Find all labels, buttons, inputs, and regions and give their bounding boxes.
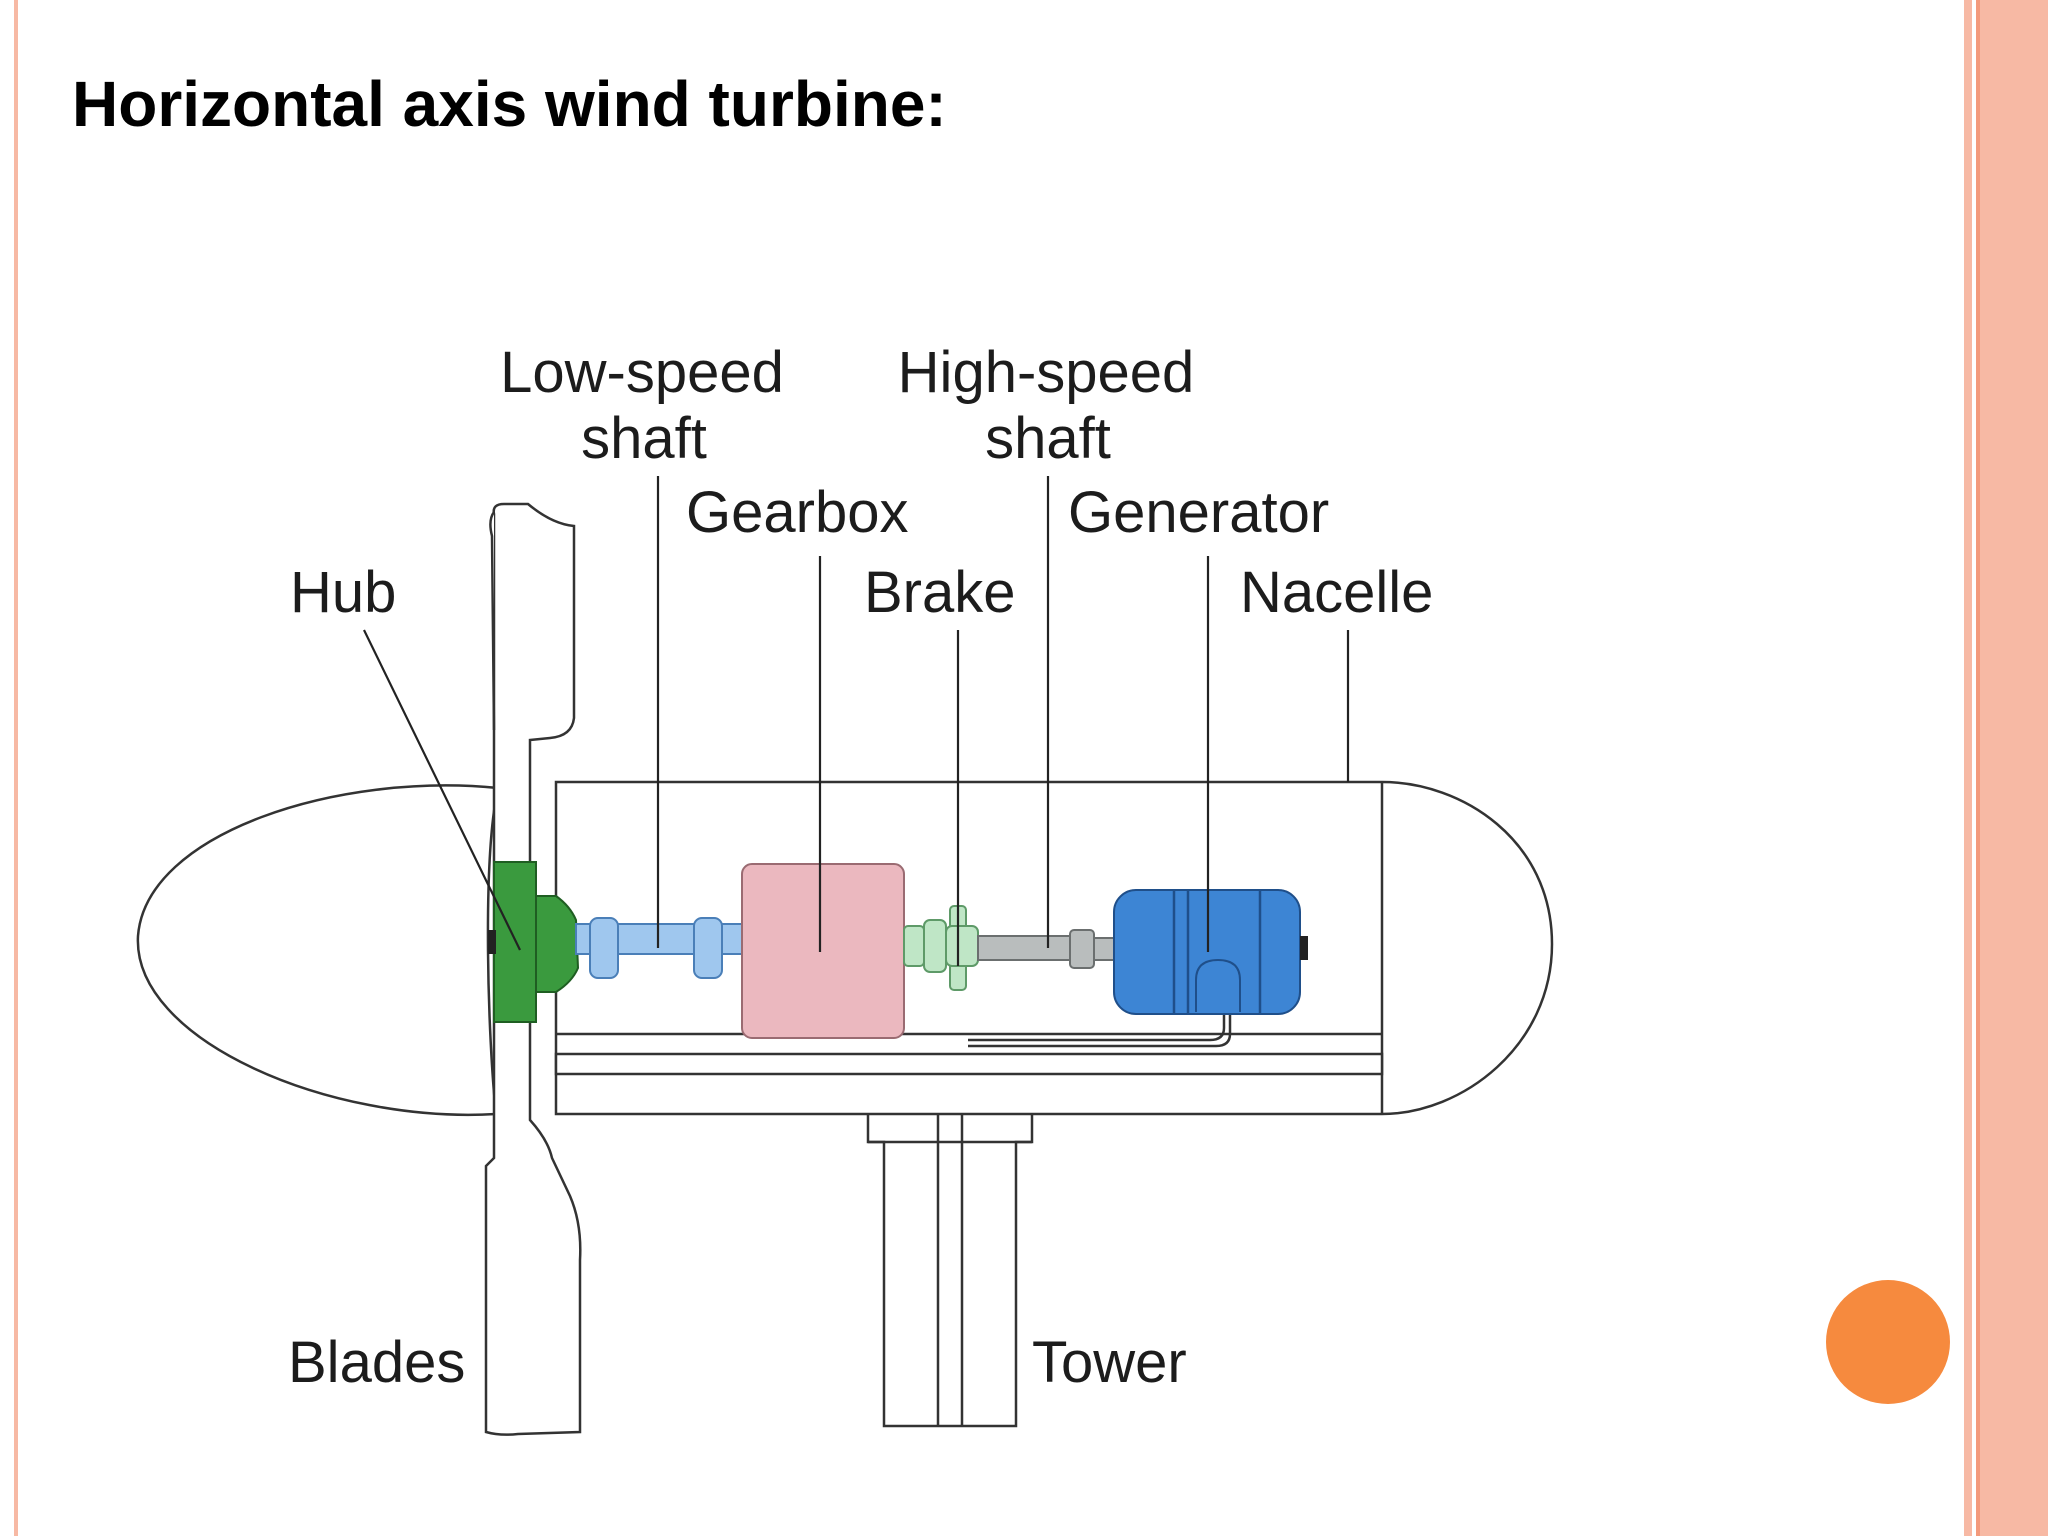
label-brake: Brake — [864, 560, 1016, 625]
left-border-line — [14, 0, 18, 1536]
low-speed-shaft-collar-left — [589, 917, 619, 979]
brake-collar — [923, 919, 947, 973]
leader-hub — [363, 629, 521, 951]
generator-nub — [1300, 936, 1308, 960]
label-low-speed-shaft-line1: Low-speed — [500, 340, 784, 405]
brake-coupling — [903, 925, 925, 967]
low-speed-shaft-collar-right — [693, 917, 723, 979]
label-nacelle: Nacelle — [1240, 560, 1433, 625]
gearbox — [741, 863, 905, 1039]
generator — [1113, 889, 1308, 1015]
labels: Low-speed shaft High-speed shaft Gearbox… — [288, 340, 1433, 1395]
label-gearbox: Gearbox — [686, 480, 908, 545]
high-speed-shaft-coupling — [1069, 929, 1095, 969]
high-speed-shaft-rod — [977, 935, 1081, 961]
low-speed-shaft — [575, 917, 753, 979]
hub-nub — [488, 930, 496, 954]
label-hub: Hub — [290, 560, 396, 625]
generator-junction-box — [1195, 958, 1241, 1012]
nose-cone — [136, 784, 500, 1117]
right-border-band — [1962, 0, 2048, 1536]
label-blades: Blades — [288, 1330, 465, 1395]
blades — [484, 502, 582, 1436]
brake-hub — [945, 925, 979, 967]
label-generator: Generator — [1068, 480, 1329, 545]
decorative-orange-dot — [1826, 1280, 1950, 1404]
label-low-speed-shaft-line2: shaft — [581, 406, 707, 471]
label-high-speed-shaft-line2: shaft — [985, 406, 1111, 471]
hub-cap — [535, 895, 580, 993]
high-speed-shaft — [977, 929, 1119, 969]
brake — [903, 905, 979, 991]
label-tower: Tower — [1032, 1330, 1187, 1395]
slide-title: Horizontal axis wind turbine: — [72, 68, 947, 140]
label-high-speed-shaft-line1: High-speed — [898, 340, 1195, 405]
leader-lines — [363, 476, 1350, 966]
